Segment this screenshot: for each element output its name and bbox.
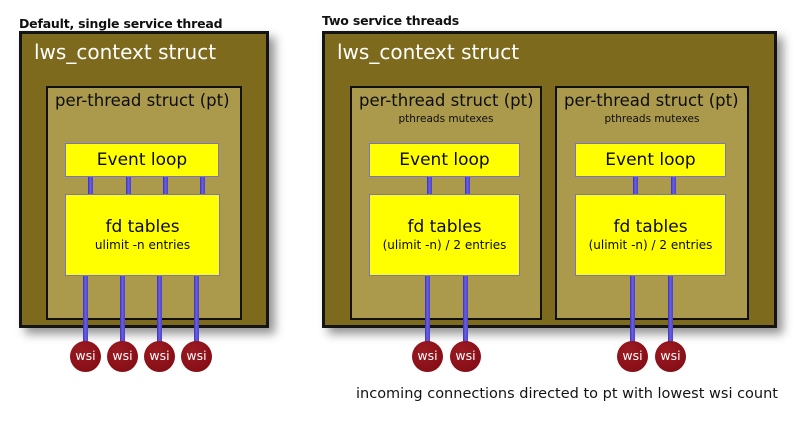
event-loop-title-left: Event loop — [96, 150, 188, 170]
left-panel-title: Default, single service thread — [19, 16, 223, 31]
pt-sublabel-right-2: pthreads mutexes — [604, 113, 700, 125]
wsi-label: wsi — [75, 348, 96, 364]
context-label-right: lws_context struct — [337, 40, 520, 64]
connector-fd-wsi-r2-2 — [668, 275, 673, 342]
fd-tables-sub-left: ulimit -n entries — [94, 238, 191, 252]
connector-evloop-fd-r2-2 — [671, 176, 676, 195]
pt-label-right-1: per-thread struct (pt) — [359, 91, 534, 110]
wsi-label: wsi — [417, 348, 438, 364]
connector-fd-wsi-left-3 — [157, 275, 162, 342]
wsi-node: wsi — [655, 341, 686, 372]
event-loop-title-right-1: Event loop — [399, 150, 490, 170]
wsi-node: wsi — [450, 341, 481, 372]
wsi-label: wsi — [455, 348, 476, 364]
connector-fd-wsi-r1-1 — [425, 275, 430, 342]
wsi-node: wsi — [144, 341, 175, 372]
connector-fd-wsi-r2-1 — [630, 275, 635, 342]
connector-fd-wsi-r1-2 — [463, 275, 468, 342]
wsi-label: wsi — [622, 348, 643, 364]
fd-tables-sub-right-2: (ulimit -n) / 2 entries — [588, 238, 713, 252]
connector-fd-wsi-left-4 — [194, 275, 199, 342]
connector-evloop-fd-left-4 — [200, 176, 205, 195]
wsi-label: wsi — [186, 348, 207, 364]
fd-tables-title-right-2: fd tables — [613, 217, 688, 237]
wsi-node: wsi — [617, 341, 648, 372]
fd-tables-title-left: fd tables — [105, 217, 180, 237]
wsi-node: wsi — [107, 341, 138, 372]
pt-sublabel-right-1: pthreads mutexes — [398, 113, 494, 125]
fd-tables-box-right-1: fd tables (ulimit -n) / 2 entries — [369, 194, 520, 276]
fd-tables-box-right-2: fd tables (ulimit -n) / 2 entries — [575, 194, 726, 276]
wsi-label: wsi — [149, 348, 170, 364]
wsi-node: wsi — [412, 341, 443, 372]
pt-label-left: per-thread struct (pt) — [55, 91, 230, 110]
right-panel-title: Two service threads — [322, 13, 459, 28]
connector-evloop-fd-left-3 — [163, 176, 168, 195]
event-loop-title-right-2: Event loop — [605, 150, 696, 170]
event-loop-box-right-1: Event loop — [369, 143, 520, 177]
fd-tables-title-right-1: fd tables — [407, 217, 482, 237]
wsi-label: wsi — [112, 348, 133, 364]
connector-evloop-fd-r1-2 — [465, 176, 470, 195]
context-label-left: lws_context struct — [34, 40, 217, 64]
wsi-node: wsi — [70, 341, 101, 372]
event-loop-box-right-2: Event loop — [575, 143, 726, 177]
connector-evloop-fd-r1-1 — [427, 176, 432, 195]
connector-evloop-fd-left-2 — [126, 176, 131, 195]
wsi-node: wsi — [181, 341, 212, 372]
pt-label-right-2: per-thread struct (pt) — [564, 91, 739, 110]
connector-evloop-fd-r2-1 — [633, 176, 638, 195]
fd-tables-box-left: fd tables ulimit -n entries — [65, 194, 220, 276]
wsi-label: wsi — [660, 348, 681, 364]
routing-caption: incoming connections directed to pt with… — [356, 386, 778, 402]
connector-fd-wsi-left-1 — [83, 275, 88, 342]
fd-tables-sub-right-1: (ulimit -n) / 2 entries — [382, 238, 507, 252]
connector-fd-wsi-left-2 — [120, 275, 125, 342]
connector-evloop-fd-left-1 — [88, 176, 93, 195]
event-loop-box-left: Event loop — [65, 143, 219, 177]
